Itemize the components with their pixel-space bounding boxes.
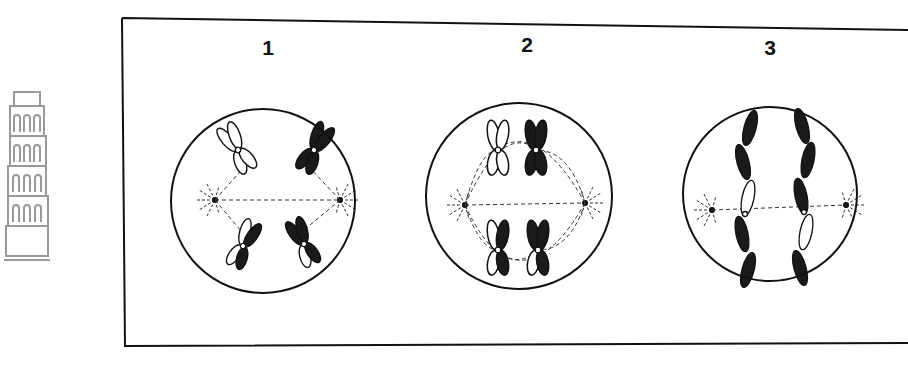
cell-three-contents: [694, 107, 864, 289]
cell-outline: [425, 102, 613, 290]
cell-outline: [682, 106, 858, 282]
cell-circle: 2: [425, 102, 613, 290]
cell-number: 2: [521, 33, 533, 56]
frame: [122, 18, 908, 346]
tower-icon: [4, 92, 50, 260]
cell-two-contents: [447, 119, 603, 276]
cell-number: 1: [262, 36, 274, 59]
cell-number: 3: [764, 36, 776, 59]
cell-circle: 1: [170, 108, 356, 294]
cell-outline: [170, 108, 356, 294]
cell-circle: 3: [682, 106, 858, 282]
